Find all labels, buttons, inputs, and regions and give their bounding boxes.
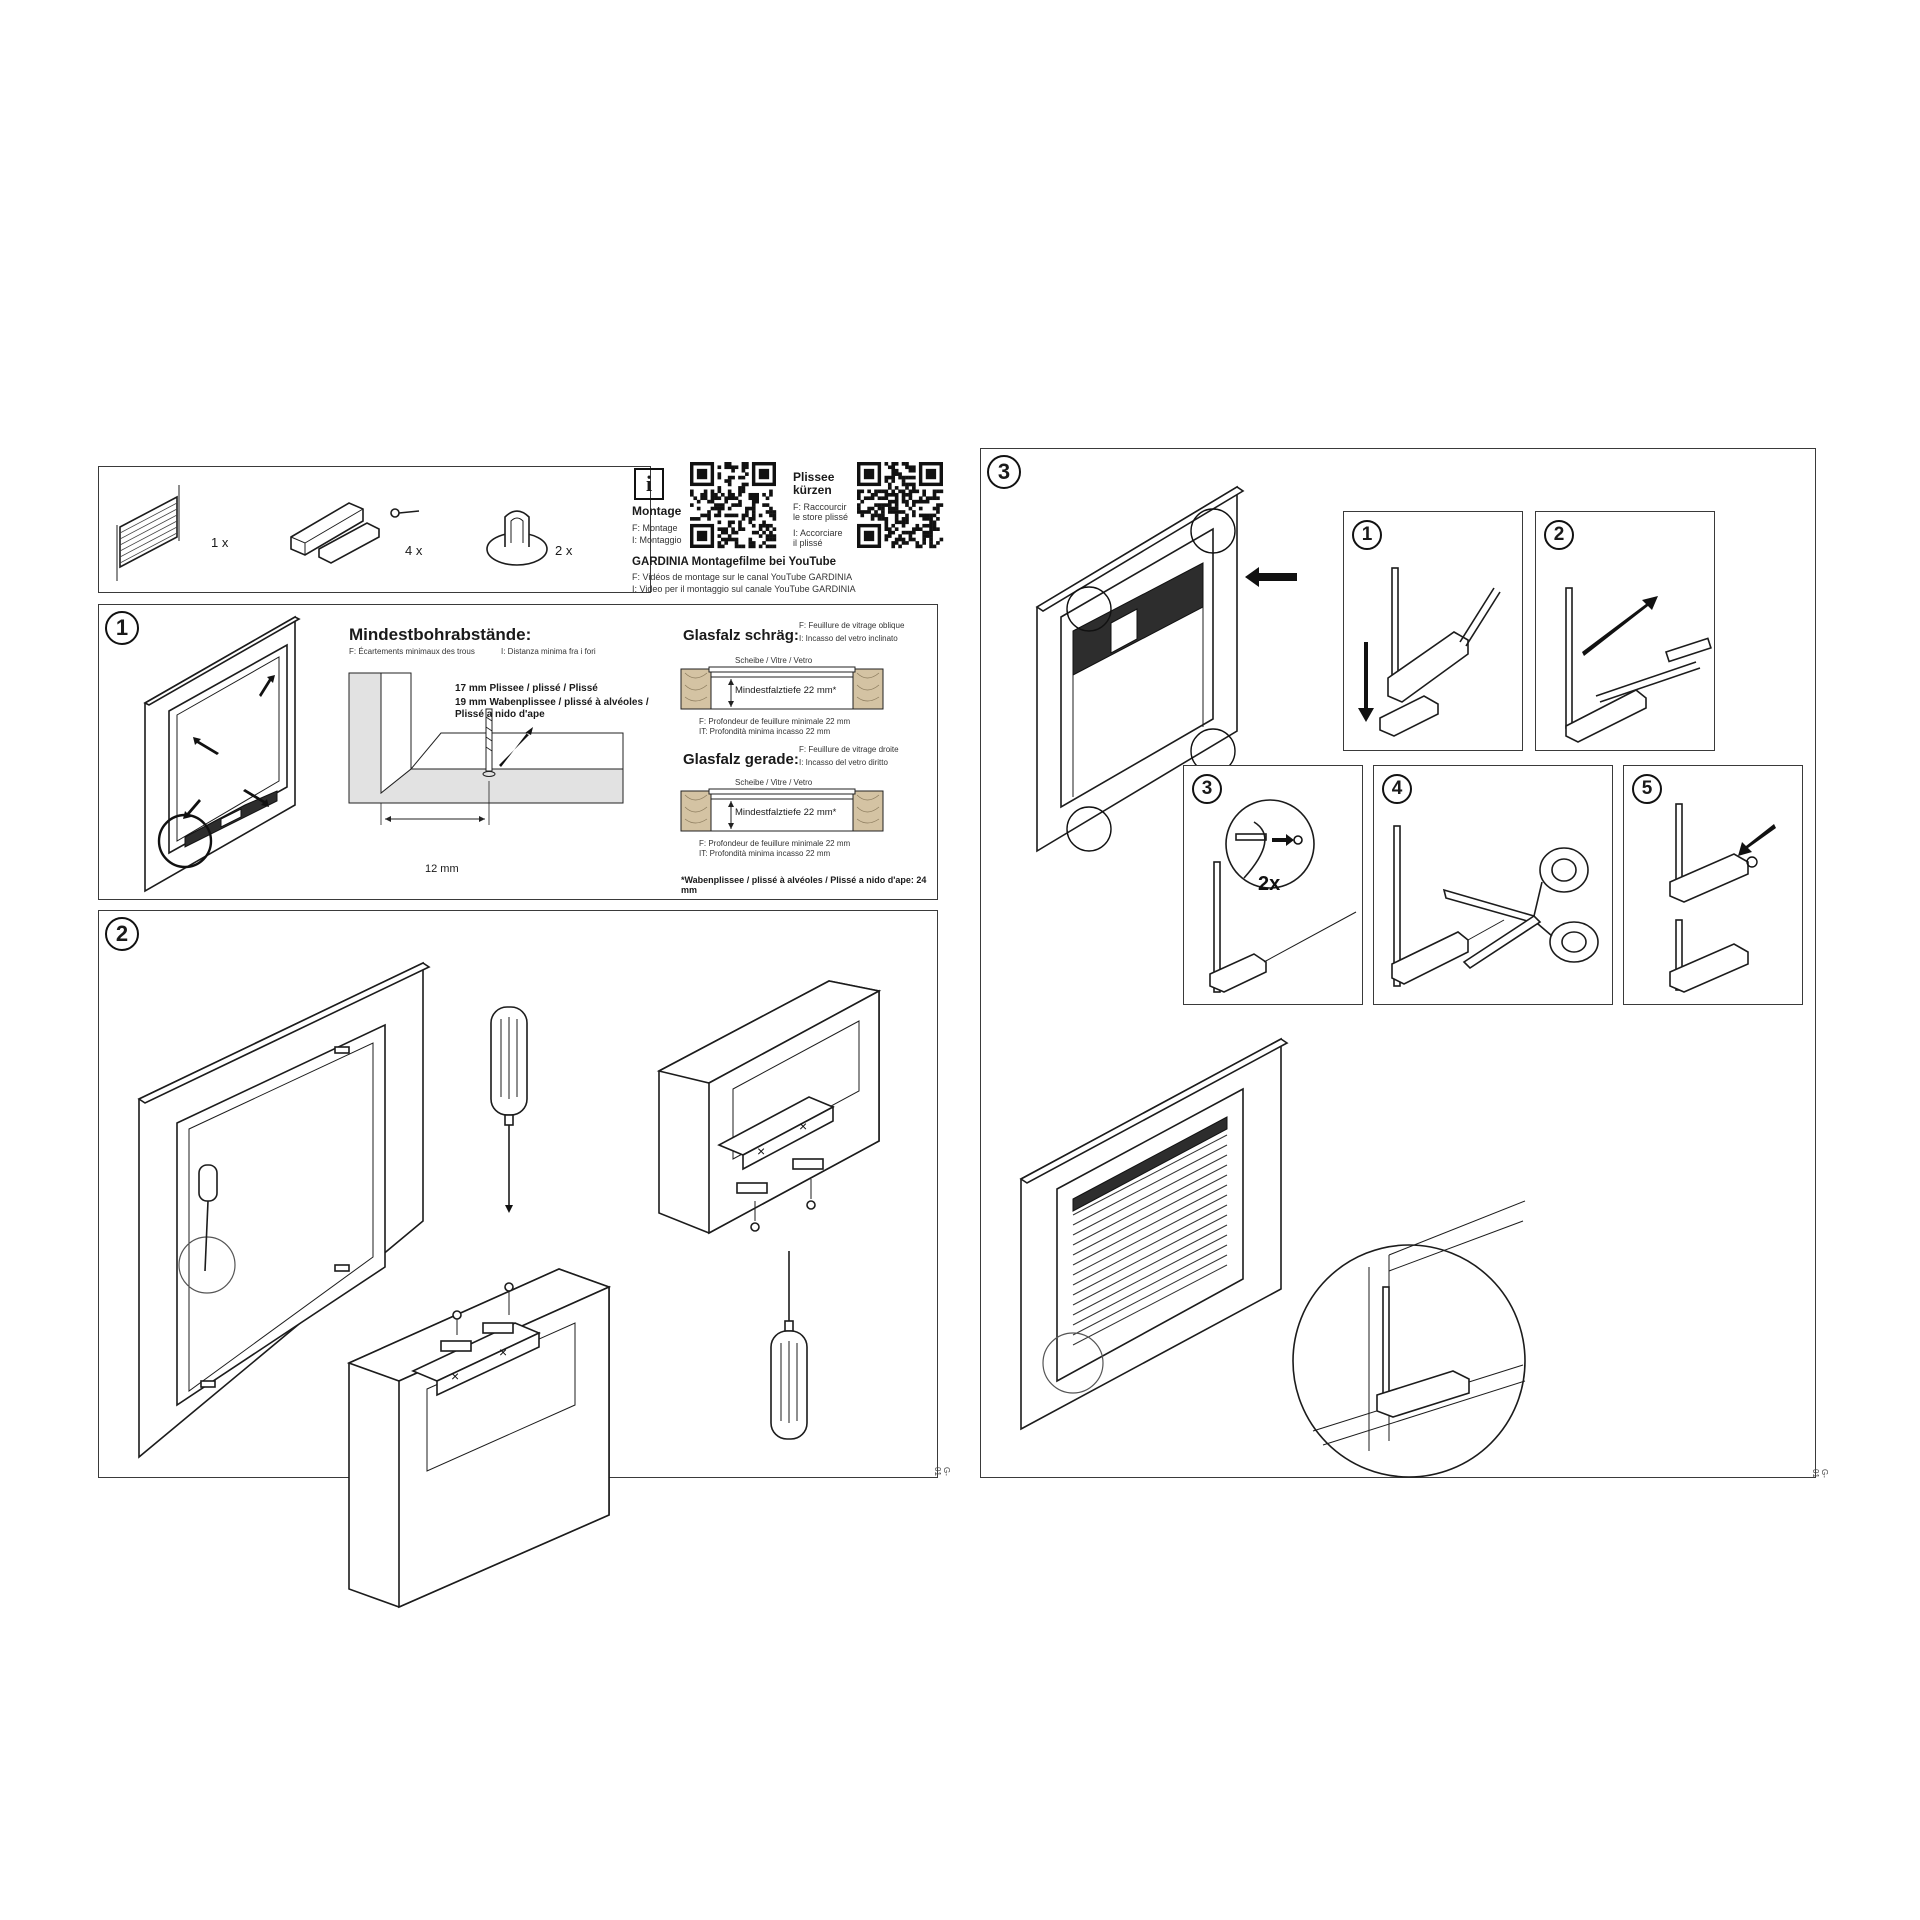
substep2-box: 2 bbox=[1535, 511, 1715, 751]
substep3-box: 3 2x bbox=[1183, 765, 1363, 1005]
schraeg-f: F: Feuillure de vitrage oblique bbox=[799, 621, 905, 630]
step3-finished-blind bbox=[1019, 1037, 1526, 1478]
scheibe-label-1: Scheibe / Vitre / Vetro bbox=[735, 656, 813, 665]
clip-holder-icon bbox=[486, 510, 548, 566]
bracket-quantity: 4 x bbox=[405, 543, 423, 558]
montage-f: F: Montage bbox=[632, 523, 678, 533]
svg-text:×: × bbox=[499, 1344, 507, 1360]
schraeg-note-it: IT: Profondità minima incasso 22 mm bbox=[699, 727, 831, 736]
svg-text:×: × bbox=[451, 1368, 459, 1384]
step3-box: 3 1 2 bbox=[980, 448, 1829, 1478]
blind-quantity: 1 x bbox=[211, 535, 229, 550]
montage-title: Montage bbox=[632, 504, 682, 518]
qr-code-kuerzen[interactable] bbox=[857, 462, 944, 549]
bracket-with-screw-icon bbox=[290, 502, 420, 564]
depth-label-2: Mindestfalztiefe 22 mm* bbox=[735, 807, 837, 818]
drill-distance-diagram bbox=[348, 672, 624, 825]
schraeg-i: I: Incasso del vetro inclinato bbox=[799, 634, 898, 643]
gerade-i: I: Incasso del vetro diritto bbox=[799, 758, 888, 767]
step1-number: 1 bbox=[105, 611, 139, 645]
qr-code-montage[interactable] bbox=[690, 462, 777, 549]
gerade-f: F: Feuillure de vitrage droite bbox=[799, 745, 899, 754]
step2-code: G-01 bbox=[933, 1467, 951, 1476]
scheibe-label-2: Scheibe / Vitre / Vetro bbox=[735, 778, 813, 787]
substep3-number: 3 bbox=[1192, 774, 1222, 804]
twice-label: 2x bbox=[1258, 873, 1280, 895]
substep4-number: 4 bbox=[1382, 774, 1412, 804]
label-19mm-1: 19 mm Wabenplissee / plissé à alvéoles / bbox=[455, 697, 649, 708]
step1-box: 1 Mindestbohrabstände: F: Écartements mi… bbox=[98, 604, 938, 900]
youtube-i: I: Video per il montaggio sul canale You… bbox=[632, 584, 856, 594]
window-frame-illustration bbox=[143, 615, 301, 893]
gerade-note-it: IT: Profondità minima incasso 22 mm bbox=[699, 849, 831, 858]
substep1-number: 1 bbox=[1352, 520, 1382, 550]
schraeg-note-f: F: Profondeur de feuillure minimale 22 m… bbox=[699, 717, 851, 726]
substep2-number: 2 bbox=[1544, 520, 1574, 550]
kuerzen-f-1: F: Raccourcir bbox=[793, 502, 847, 512]
step3-window-with-blind bbox=[1035, 485, 1297, 853]
depth-label-1: Mindestfalztiefe 22 mm* bbox=[735, 685, 837, 696]
dim-12mm: 12 mm bbox=[425, 863, 459, 875]
svg-text:×: × bbox=[757, 1143, 765, 1159]
step3-code: G-01 bbox=[1811, 1469, 1829, 1478]
kuerzen-f-2: le store plissé bbox=[793, 512, 849, 522]
drill-distance-heading: Mindestbohrabstände: bbox=[349, 625, 532, 644]
step2-box: 2 × bbox=[98, 910, 951, 1609]
label-17mm: 17 mm Plissee / plissé / Plissé bbox=[455, 683, 598, 694]
drill-distance-i: I: Distanza minima fra i fori bbox=[501, 647, 596, 656]
montage-i: I: Montaggio bbox=[632, 535, 682, 545]
gerade-title: Glasfalz gerade: bbox=[683, 751, 799, 768]
kuerzen-title-1: Plissee bbox=[793, 470, 835, 484]
glass-rebate-straight-diagram bbox=[680, 788, 884, 832]
youtube-title: GARDINIA Montagefilme bei YouTube bbox=[632, 556, 837, 568]
schraeg-title: Glasfalz schräg: bbox=[683, 627, 799, 644]
kuerzen-i-1: I: Accorciare bbox=[793, 528, 843, 538]
kuerzen-i-2: il plissé bbox=[793, 538, 823, 548]
kuerzen-title-2: kürzen bbox=[793, 483, 832, 497]
label-19mm-2: Plissé a nido d'ape bbox=[455, 709, 545, 720]
drill-distance-f: F: Écartements minimaux des trous bbox=[349, 647, 475, 656]
parts-box: 1 x 4 x 2 x bbox=[98, 466, 651, 593]
step3-number: 3 bbox=[987, 455, 1021, 489]
substep1-box: 1 bbox=[1343, 511, 1523, 751]
substep5-box: 5 bbox=[1623, 765, 1803, 1005]
gerade-note-f: F: Profondeur de feuillure minimale 22 m… bbox=[699, 839, 851, 848]
clip-quantity: 2 x bbox=[555, 543, 573, 558]
youtube-f: F: Vidéos de montage sur le canal YouTub… bbox=[632, 572, 853, 582]
glass-rebate-oblique-diagram bbox=[680, 666, 884, 710]
substep4-box: 4 bbox=[1373, 765, 1613, 1005]
step2-illustration: × × × × bbox=[137, 961, 882, 1609]
info-icon: i bbox=[634, 468, 664, 500]
honeycomb-footnote: *Wabenplissee / plissé à alvéoles / Plis… bbox=[681, 875, 927, 895]
pleated-blind-icon bbox=[116, 485, 180, 581]
svg-text:×: × bbox=[799, 1118, 807, 1134]
substep5-number: 5 bbox=[1632, 774, 1662, 804]
step2-number: 2 bbox=[105, 917, 139, 951]
